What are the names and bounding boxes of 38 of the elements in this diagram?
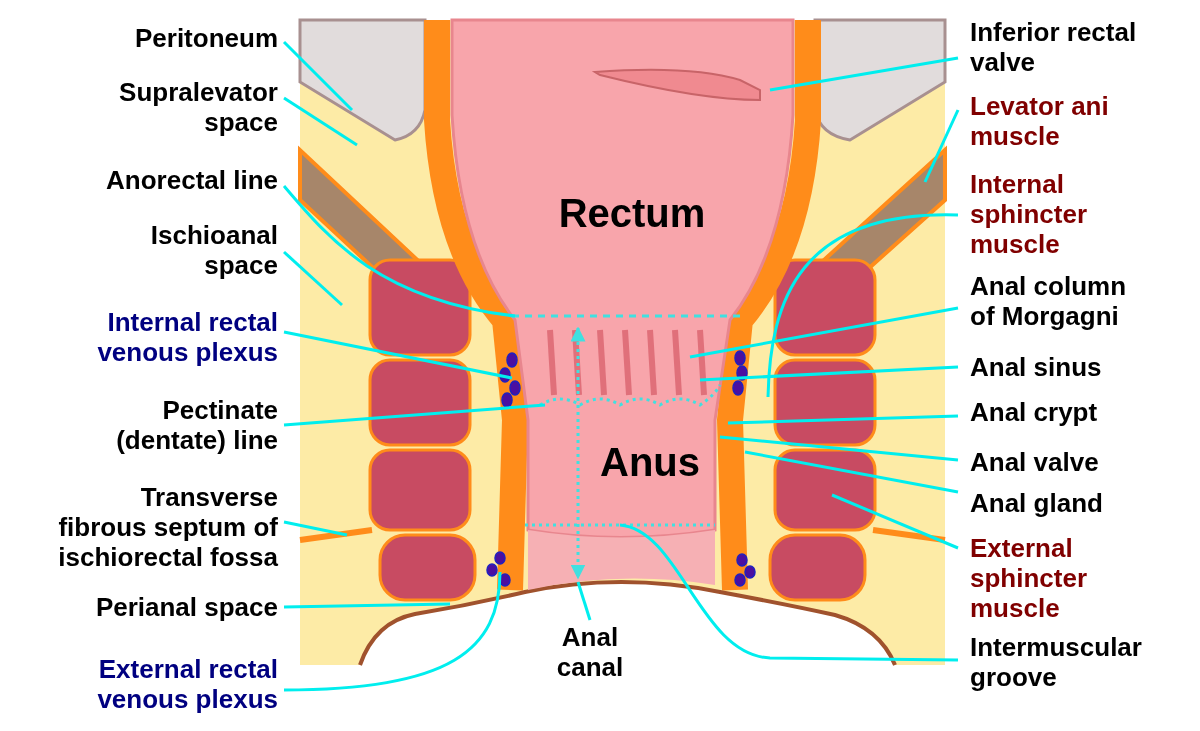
- leader-line: [719, 435, 959, 462]
- part-label: Perianal space: [38, 592, 278, 622]
- part-label: Anal gland: [970, 488, 1190, 518]
- part-label: Peritoneum: [78, 23, 278, 53]
- part-label: Internal rectal venous plexus: [68, 307, 278, 367]
- region-label: Rectum: [558, 190, 706, 236]
- part-label: Ischioanal space: [98, 220, 278, 280]
- part-label: Anorectal line: [58, 165, 278, 195]
- leader-line: [769, 56, 959, 92]
- leader-line: [576, 581, 592, 621]
- part-label: Inferior rectal valve: [970, 17, 1170, 77]
- part-label: Anal column of Morgagni: [970, 271, 1150, 331]
- leader-line: [727, 414, 959, 425]
- part-label: Transverse fibrous septum of ischiorectal fossa: [50, 482, 278, 572]
- leader-line: [766, 213, 959, 398]
- part-label: Anal canal: [535, 622, 645, 682]
- part-label: Supralevator space: [88, 77, 278, 137]
- part-label: Internal sphincter muscle: [970, 169, 1120, 259]
- part-label: External sphincter muscle: [970, 533, 1120, 623]
- part-label: Pectinate (dentate) line: [98, 395, 278, 455]
- leader-line: [283, 602, 451, 609]
- leader-line: [282, 185, 516, 318]
- leader-line: [923, 109, 960, 183]
- leader-line: [619, 523, 958, 662]
- part-label: Anal sinus: [970, 352, 1190, 382]
- part-label: External rectal venous plexus: [68, 654, 278, 714]
- leader-line: [283, 520, 348, 537]
- leader-line: [283, 250, 343, 307]
- leader-line: [283, 403, 546, 427]
- part-label: Levator ani muscle: [970, 91, 1155, 151]
- region-label: Anus: [600, 439, 700, 485]
- part-label: Anal crypt: [970, 397, 1190, 427]
- leader-line: [831, 493, 959, 550]
- leader-line: [282, 40, 354, 112]
- part-label: Anal valve: [970, 447, 1190, 477]
- leader-line: [283, 571, 502, 692]
- leader-line: [699, 365, 959, 382]
- part-label: Intermuscular groove: [970, 632, 1175, 692]
